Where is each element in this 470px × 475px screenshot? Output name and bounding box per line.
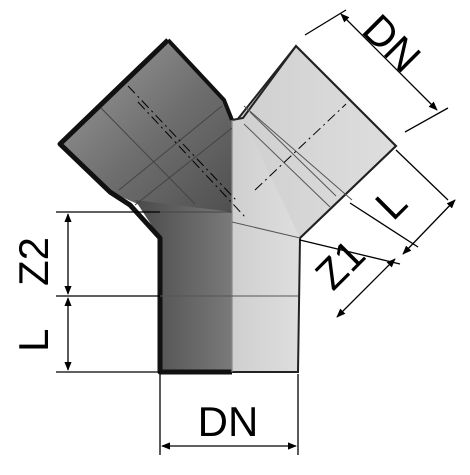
z1-dim-line xyxy=(336,258,396,318)
label-l-right: L xyxy=(366,179,416,229)
label-l-left: L xyxy=(10,329,57,352)
socket-line-left-2 xyxy=(118,105,223,191)
left-branch-stub xyxy=(60,40,232,212)
socket-line-left-1 xyxy=(100,107,196,205)
dn-top-ext-1 xyxy=(304,9,347,36)
main-body-right-half xyxy=(232,118,300,372)
right-outline xyxy=(231,44,398,373)
socket-line-right-3 xyxy=(243,105,353,201)
left-outline-top xyxy=(166,38,234,121)
socket-line-left-3 xyxy=(134,127,233,206)
axis-left xyxy=(127,85,237,201)
l-right-ext-1 xyxy=(395,149,449,201)
body-line-3 xyxy=(231,221,301,239)
l-right-dim-line xyxy=(402,199,456,255)
fitting-body xyxy=(57,38,398,375)
axis-right xyxy=(254,103,347,191)
main-body-left-half xyxy=(135,200,232,372)
label-z1: Z1 xyxy=(306,230,374,298)
label-z2: Z2 xyxy=(10,237,57,286)
axis-diagonal xyxy=(137,101,247,219)
dimensions xyxy=(56,9,456,455)
label-dn-top: DN xyxy=(354,5,430,81)
label-dn-bottom: DN xyxy=(198,398,259,445)
socket-line-right-1 xyxy=(243,123,331,208)
socket-line-right-2 xyxy=(249,111,337,197)
dn-top-ext-2 xyxy=(404,107,449,133)
dn-top-dim-line xyxy=(340,13,438,111)
